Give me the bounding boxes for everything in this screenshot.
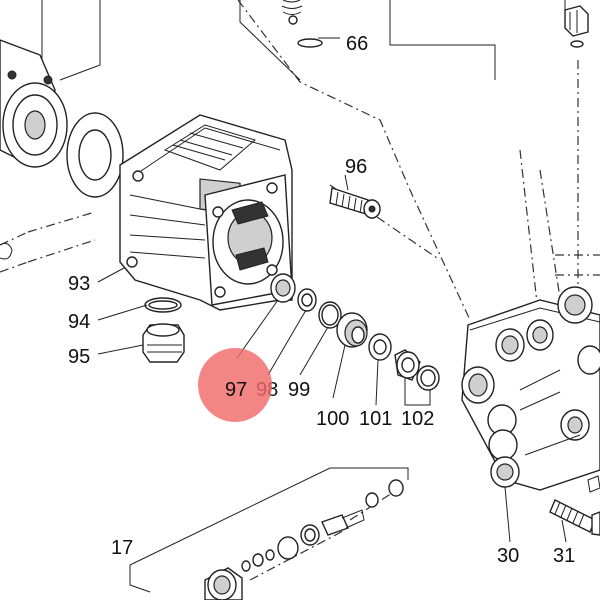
seal-102 bbox=[394, 349, 440, 391]
bolt-31 bbox=[549, 475, 600, 536]
label-96: 96 bbox=[345, 156, 367, 178]
label-95: 95 bbox=[68, 346, 90, 368]
o-ring-99 bbox=[318, 301, 342, 329]
label-31: 31 bbox=[553, 545, 575, 567]
bottom-valve-parts-17 bbox=[204, 479, 404, 600]
part-labels: 66 96 93 94 95 98 99 100 101 102 17 30 3… bbox=[68, 33, 575, 567]
top-left-shaft-assembly bbox=[0, 39, 124, 260]
seal-100 bbox=[336, 312, 368, 348]
label-97: 97 bbox=[225, 379, 247, 401]
label-100: 100 bbox=[316, 408, 349, 430]
label-102: 102 bbox=[401, 408, 434, 430]
ring-101 bbox=[368, 333, 392, 361]
leader-lines bbox=[97, 174, 567, 543]
label-101: 101 bbox=[359, 408, 392, 430]
spring-part-66 bbox=[281, 0, 323, 48]
crankcase-housing-93 bbox=[119, 114, 293, 311]
label-94: 94 bbox=[68, 311, 90, 333]
bolt-96 bbox=[329, 187, 381, 219]
label-93: 93 bbox=[68, 273, 90, 295]
label-17: 17 bbox=[111, 537, 133, 559]
o-ring-94 bbox=[144, 297, 182, 313]
plug-95 bbox=[142, 323, 185, 363]
pump-head-manifold-30 bbox=[461, 286, 600, 491]
seal-97 bbox=[270, 273, 296, 303]
top-right-fitting bbox=[564, 5, 589, 48]
label-99: 99 bbox=[288, 379, 310, 401]
label-30: 30 bbox=[497, 545, 519, 567]
highlight-marker bbox=[198, 348, 272, 422]
washer-98 bbox=[297, 288, 317, 312]
label-66: 66 bbox=[346, 33, 368, 55]
